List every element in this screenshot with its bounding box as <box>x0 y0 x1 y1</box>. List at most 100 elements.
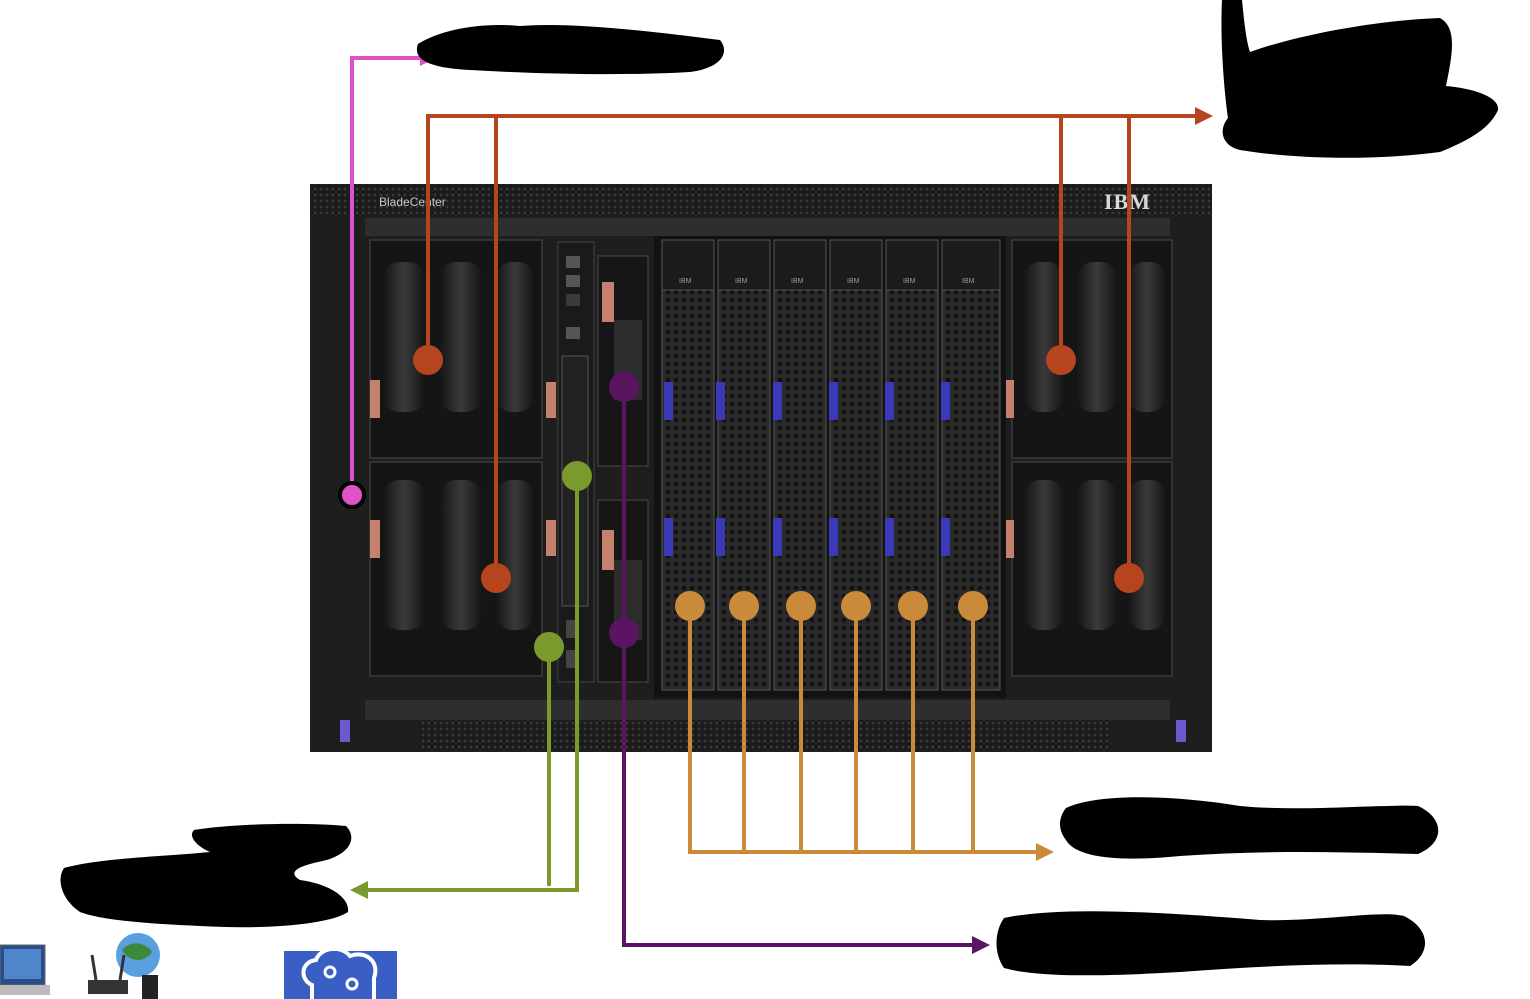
blade-dot <box>958 591 988 621</box>
fan-blade <box>440 262 482 412</box>
network-node <box>323 965 337 979</box>
indicator-led <box>566 327 580 339</box>
power-dot <box>534 632 564 662</box>
bladecenter-chassis: BladeCenter IBM <box>310 184 1212 752</box>
blade-handle <box>664 382 673 420</box>
usb-port <box>566 650 576 668</box>
blade-handle <box>885 382 894 420</box>
fan-link-line <box>426 114 1195 360</box>
top-right-label <box>1221 0 1499 158</box>
blade-handle <box>773 382 782 420</box>
connector-tab <box>1004 520 1014 558</box>
fan-blade <box>1024 480 1064 630</box>
keyboard <box>0 985 50 995</box>
mgmt-link-line <box>350 56 420 495</box>
bottom-right-label <box>996 911 1426 976</box>
switch-link <box>622 387 990 954</box>
power-link <box>350 476 579 899</box>
blade-logo: IBM <box>903 278 916 285</box>
blade-link-line <box>688 606 1036 854</box>
blade-dot <box>786 591 816 621</box>
fan-blade <box>1128 480 1166 630</box>
indicator-led <box>566 294 580 306</box>
left-handle <box>340 720 350 742</box>
cloud-outline <box>301 946 378 999</box>
connector-dots <box>338 345 1144 662</box>
fan-blade <box>1077 262 1117 412</box>
top-left-label <box>416 24 725 75</box>
blade-link <box>688 606 1054 861</box>
connector-tab <box>602 282 614 322</box>
blade-server: IBM <box>661 239 715 691</box>
bottom-vent <box>420 722 1110 750</box>
bottom-rail <box>365 700 1170 720</box>
redaction-scribble <box>60 823 352 928</box>
switch-link-arrow <box>972 936 990 954</box>
indicator-led <box>566 275 580 287</box>
connector-tab <box>370 380 380 418</box>
blade-header <box>829 239 883 291</box>
power-link-arrow <box>350 881 368 899</box>
indicator-led <box>566 256 580 268</box>
monitor-display <box>4 949 41 979</box>
fan-blade <box>383 262 425 412</box>
right-handle <box>1176 720 1186 742</box>
device-tower <box>142 975 158 999</box>
power-link-line <box>368 476 579 892</box>
fan-blade <box>440 480 482 630</box>
globe-land <box>122 943 152 960</box>
blade-dot <box>898 591 928 621</box>
fan-link-arrow <box>1195 107 1213 125</box>
blade-logo: IBM <box>735 278 748 285</box>
fan-blade <box>1024 262 1064 412</box>
connector-tab <box>1004 380 1014 418</box>
redaction-scribble <box>416 24 725 75</box>
blade-dot <box>729 591 759 621</box>
fan-dot <box>1046 345 1076 375</box>
fan-dot <box>1114 563 1144 593</box>
network-node <box>345 977 359 991</box>
blade-header <box>717 239 771 291</box>
fan-dot <box>413 345 443 375</box>
redaction-scribble <box>1060 797 1439 859</box>
network-devices-icon <box>0 933 160 999</box>
blade-dot <box>841 591 871 621</box>
blade-handle <box>716 518 725 556</box>
chassis-label: BladeCenter <box>379 195 446 209</box>
connector-tab <box>602 530 614 570</box>
blade-server: IBM <box>941 239 1001 691</box>
blade-header <box>773 239 827 291</box>
fan-blade <box>496 480 534 630</box>
blade-header <box>661 239 715 291</box>
fan-blade <box>496 262 534 412</box>
fan-blade <box>1128 262 1166 412</box>
icon-background <box>284 951 397 999</box>
connector-tab <box>546 382 556 418</box>
blade-dot <box>675 591 705 621</box>
power-dot <box>562 461 592 491</box>
redaction-scribble <box>996 911 1426 976</box>
top-rail <box>365 218 1170 236</box>
fan-blade <box>1077 480 1117 630</box>
left-fan-bank <box>369 239 556 677</box>
mgmt-dot <box>338 481 366 509</box>
redaction-scribble <box>1221 0 1499 158</box>
blade-handle <box>829 382 838 420</box>
blade-logo: IBM <box>847 278 860 285</box>
router-antenna <box>90 954 98 981</box>
right-fan-bank <box>1004 239 1173 677</box>
usb-port <box>566 620 576 638</box>
fan-link <box>426 107 1213 578</box>
blade-header <box>941 239 1001 291</box>
right-middle-label <box>1060 797 1439 859</box>
connector-tab <box>546 520 556 556</box>
connector-tab <box>370 520 380 558</box>
blade-handle <box>941 382 950 420</box>
blade-handle <box>773 518 782 556</box>
switch-dot <box>609 618 639 648</box>
bottom-left-label <box>60 823 352 928</box>
blade-handle <box>664 518 673 556</box>
switch-link-line <box>622 387 972 947</box>
blade-handle <box>829 518 838 556</box>
